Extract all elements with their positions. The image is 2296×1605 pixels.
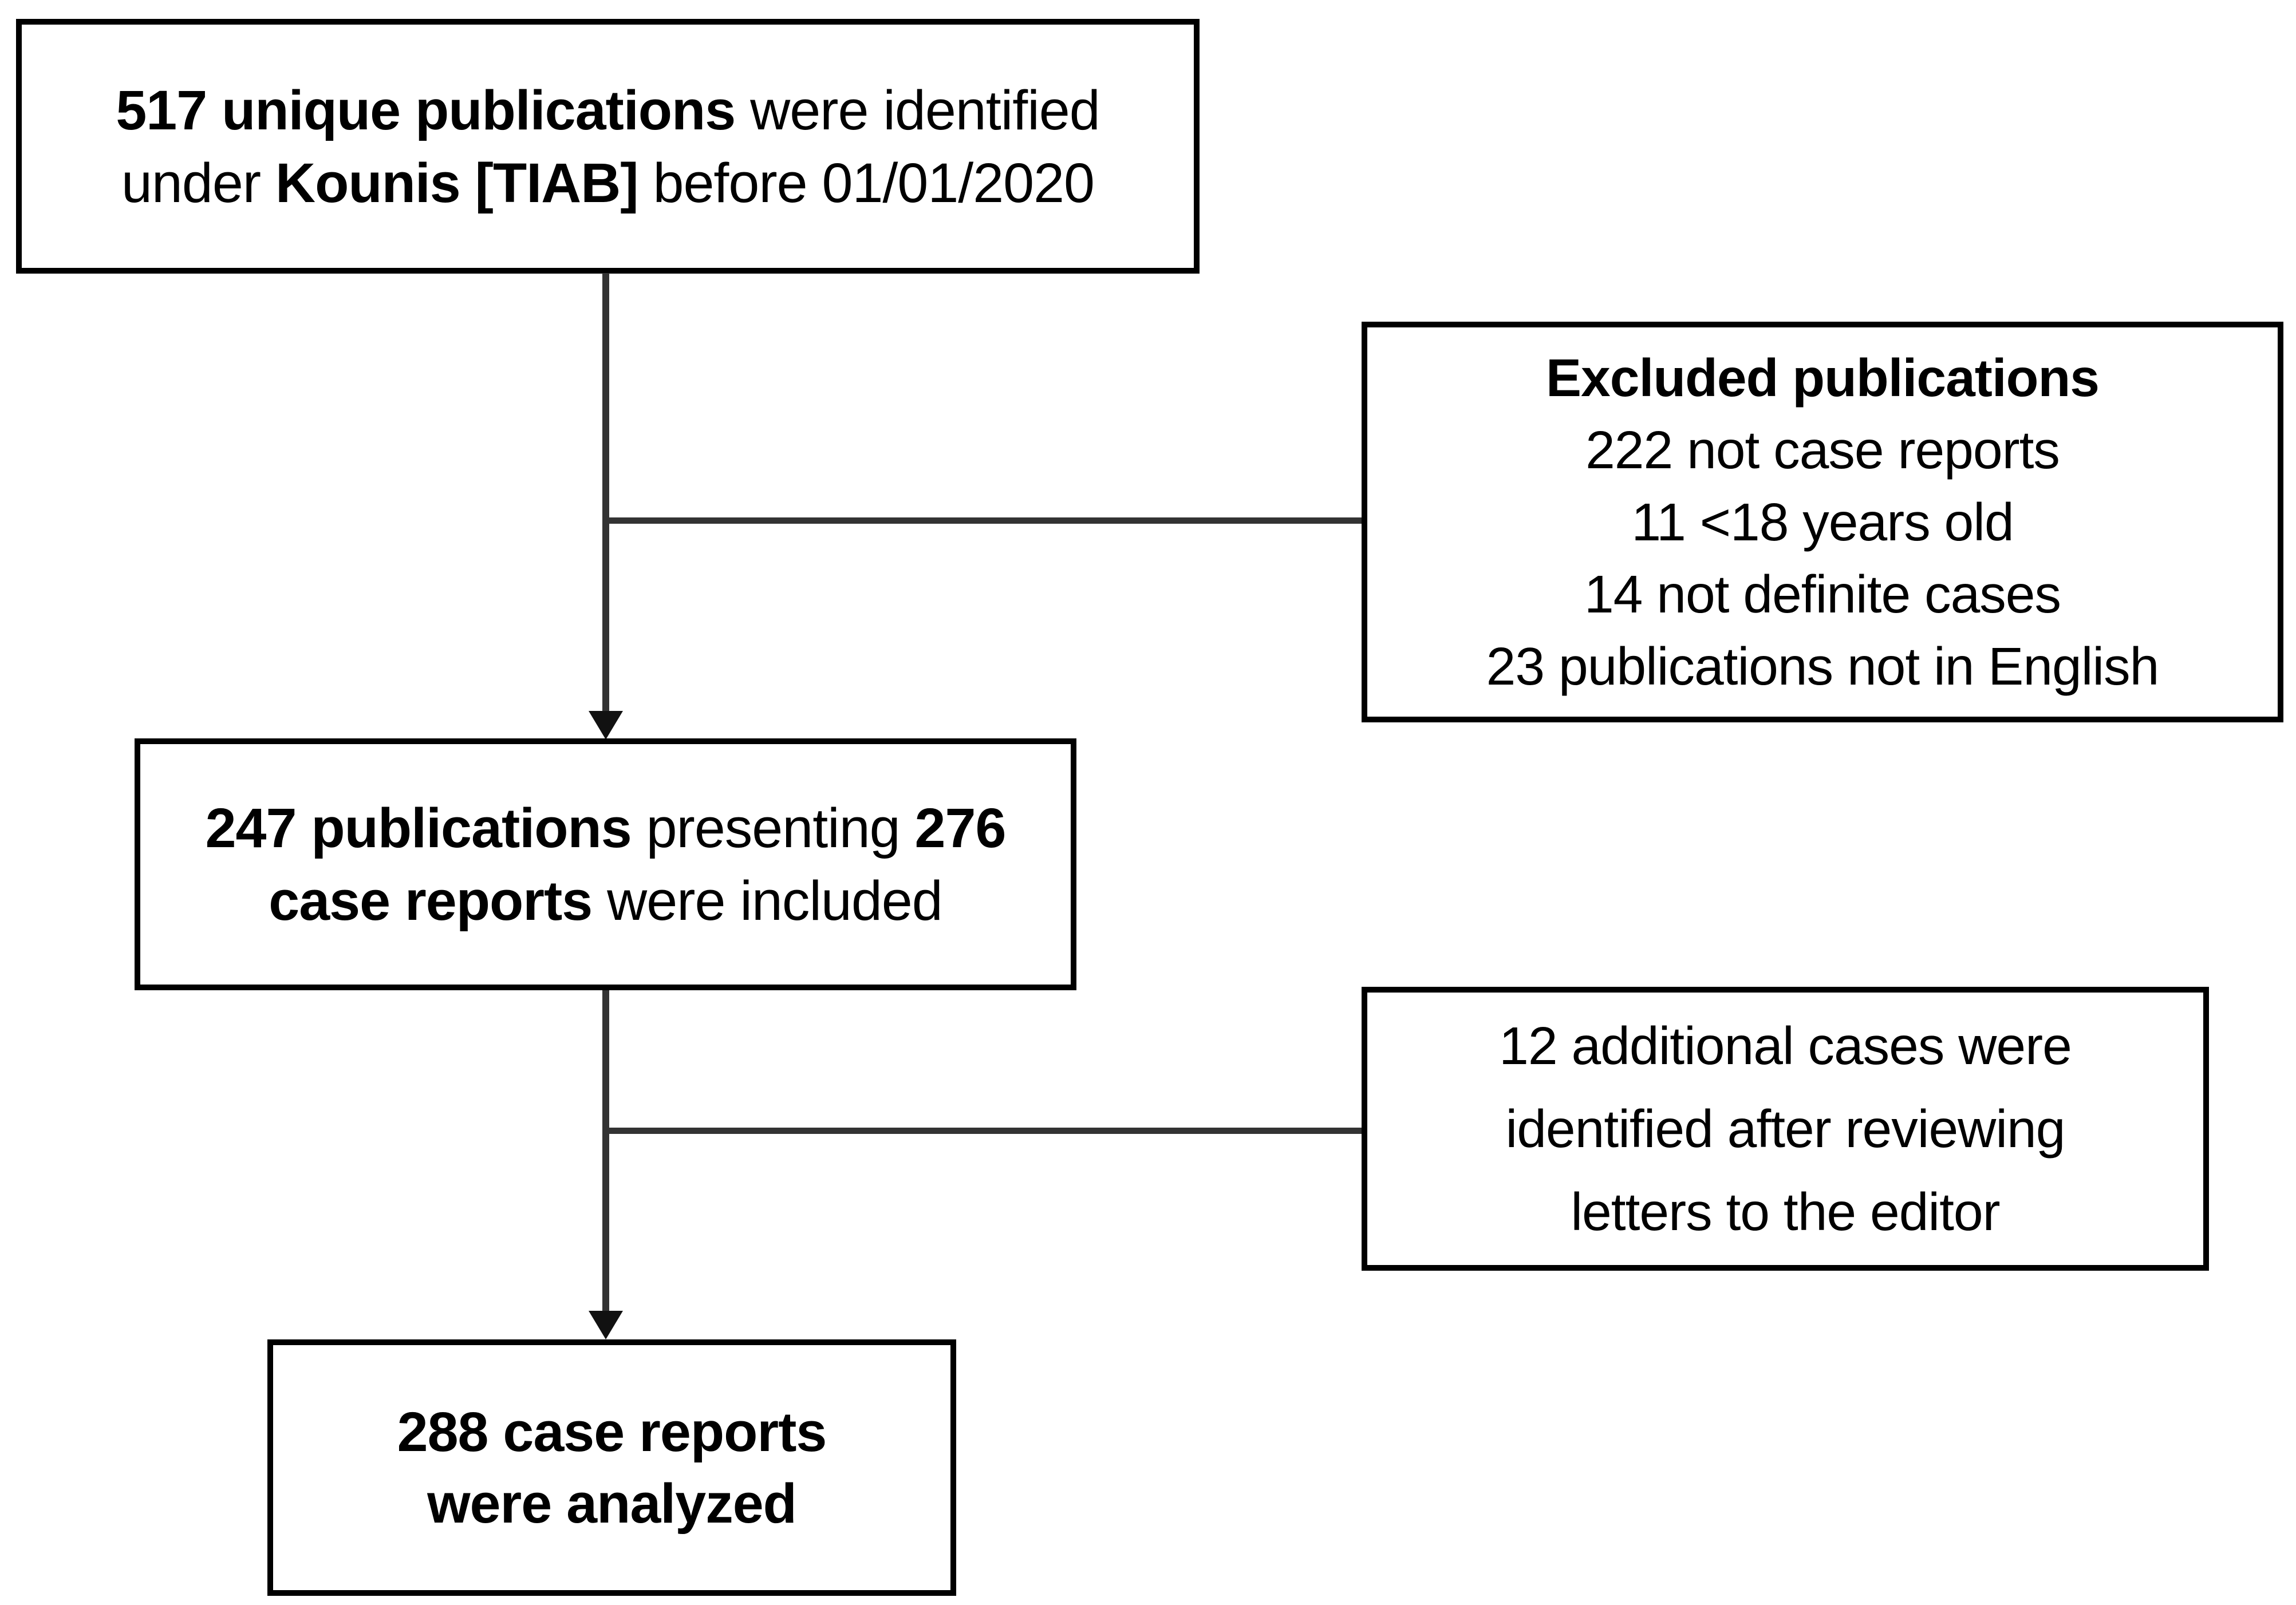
identified-line2-rest: before 01/01/2020 bbox=[638, 151, 1095, 214]
arrow-down-icon bbox=[589, 1311, 623, 1339]
box-analyzed-case-reports: 288 case reports were analyzed bbox=[267, 1339, 956, 1596]
excluded-title: Excluded publications bbox=[1546, 348, 2100, 408]
included-pub-count-bold: 247 publications bbox=[205, 797, 632, 859]
additional-line-3: letters to the editor bbox=[1571, 1181, 2000, 1242]
box-identified-publications: 517 unique publications were identified … bbox=[16, 19, 1200, 274]
identified-line2-pre: under bbox=[121, 151, 276, 214]
excluded-item-not-definite: 14 not definite cases bbox=[1584, 564, 2061, 624]
box-included-line-1: 247 publications presenting 276 bbox=[205, 792, 1007, 864]
identified-search-term-bold: Kounis [TIAB] bbox=[275, 151, 639, 214]
included-case-count-bold: 276 bbox=[914, 797, 1007, 859]
additional-line-2: identified after reviewing bbox=[1505, 1098, 2066, 1159]
included-case-reports-bold: case reports bbox=[269, 869, 593, 932]
box-included-publications: 247 publications presenting 276 case rep… bbox=[135, 738, 1076, 990]
excluded-item-not-case-reports: 222 not case reports bbox=[1585, 420, 2060, 480]
included-line1-mid: presenting bbox=[631, 797, 915, 859]
identified-line1-rest: were identified bbox=[735, 78, 1100, 141]
connector-vertical-1 bbox=[602, 273, 609, 712]
excluded-item-under-18: 11 <18 years old bbox=[1631, 492, 2014, 552]
analyzed-line-1: 288 case reports bbox=[397, 1401, 827, 1463]
box-included-line-2: case reports were included bbox=[269, 864, 942, 937]
included-line2-rest: were included bbox=[592, 869, 943, 932]
identified-count-bold: 517 unique publications bbox=[116, 78, 736, 141]
box-identified-line-1: 517 unique publications were identified bbox=[116, 74, 1100, 147]
box-additional-cases: 12 additional cases were identified afte… bbox=[1362, 987, 2209, 1271]
arrow-down-icon bbox=[589, 711, 623, 740]
connector-branch-excluded bbox=[606, 517, 1362, 524]
analyzed-line-2: were analyzed bbox=[427, 1472, 797, 1535]
connector-branch-additional bbox=[606, 1128, 1362, 1134]
additional-line-1: 12 additional cases were bbox=[1499, 1015, 2072, 1076]
box-identified-line-2: under Kounis [TIAB] before 01/01/2020 bbox=[121, 147, 1095, 219]
excluded-item-not-english: 23 publications not in English bbox=[1486, 637, 2160, 696]
connector-vertical-2 bbox=[602, 990, 609, 1312]
box-excluded-publications: Excluded publications 222 not case repor… bbox=[1362, 322, 2283, 722]
